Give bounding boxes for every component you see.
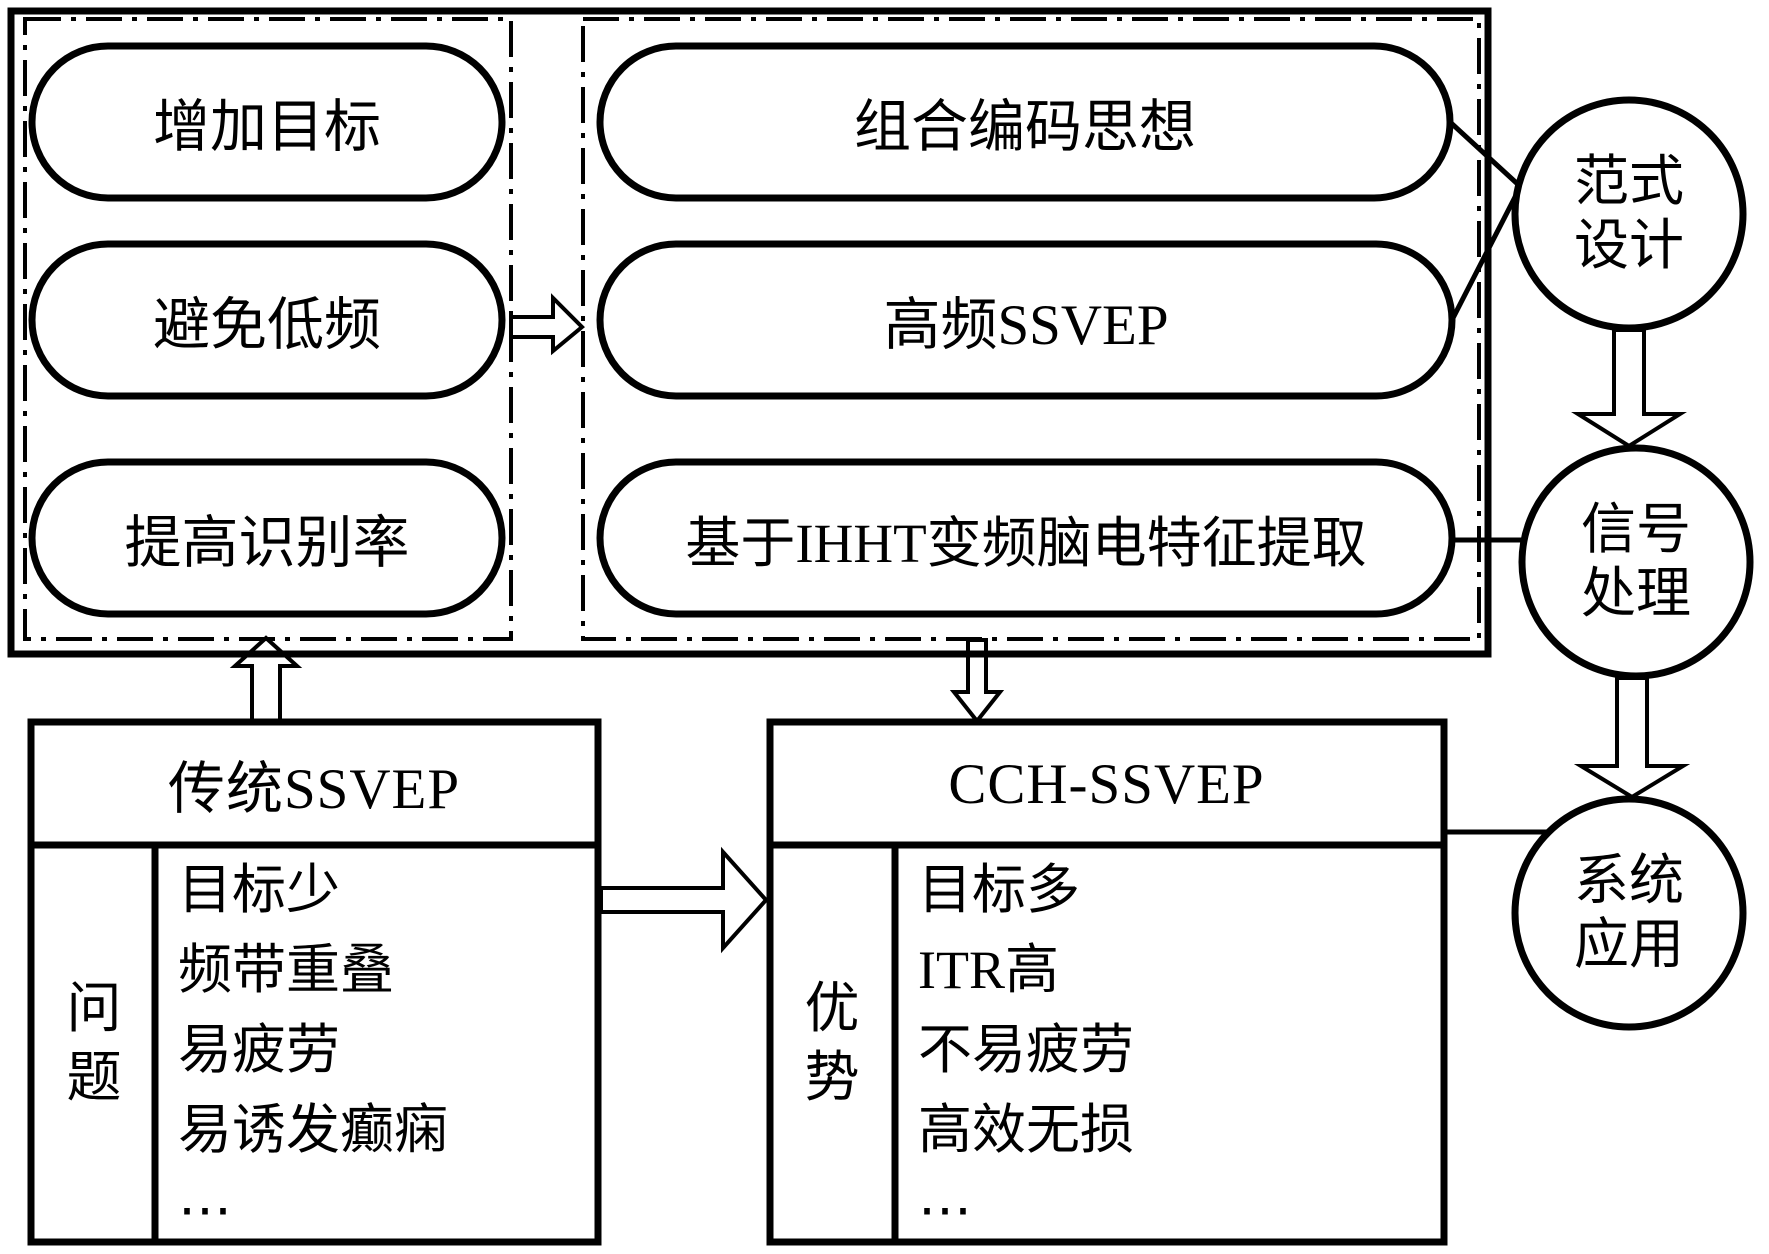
top-to-cch-arrow: [949, 638, 1005, 725]
paradigm-to-signal-arrow: [1571, 328, 1687, 449]
traditional-box-frame: [27, 718, 602, 1246]
traditional-item: 目标少: [178, 860, 340, 920]
cch-row-header: 优势: [775, 849, 889, 1239]
stage-label-system-application-line2: 应用: [1573, 914, 1684, 975]
stage-label-signal-processing-line1: 信号: [1580, 499, 1691, 561]
stage-label-paradigm-design: 范式 设计: [1519, 134, 1739, 294]
paradigm-design-circle: [1511, 96, 1747, 332]
stage-label-paradigm-design-line2: 设计: [1573, 215, 1684, 276]
goal-shape-2: [28, 240, 506, 400]
stage-label-signal-processing: 信号 处理: [1526, 482, 1746, 642]
signal-to-system-arrow: [1573, 676, 1691, 800]
goal-shape-3: [28, 458, 506, 618]
goal-label-increase-targets: 增加目标: [153, 96, 381, 159]
cch-items-list: 目标多 ITR高 不易疲劳 高效无损 ⋯: [918, 850, 1428, 1242]
method-label-combined-coding: 组合编码思想: [854, 96, 1196, 159]
traditional-item: 频带重叠: [178, 940, 394, 1000]
goal-label-improve-recognition: 提高识别率: [124, 512, 410, 575]
system-application-circle: [1511, 795, 1747, 1031]
goal-shape-1: [28, 42, 506, 202]
goal-to-method-arrow: [509, 293, 585, 356]
cch-row-header-text: 优势: [804, 978, 860, 1108]
traditional-row-header-text: 问题: [66, 978, 122, 1108]
traditional-item: ⋯: [178, 1180, 232, 1240]
traditional-row-header: 问题: [36, 849, 152, 1239]
stage-label-paradigm-design-line1: 范式: [1573, 151, 1684, 213]
traditional-item: 易疲劳: [178, 1020, 340, 1080]
stage-label-system-application-line1: 系统: [1573, 850, 1684, 912]
method-shape-2: [596, 240, 1456, 400]
top-frame-box: [7, 7, 1492, 658]
methods-group-box: [581, 17, 1481, 641]
traditional-to-cch-arrow: [599, 846, 769, 954]
goal-label-avoid-low-frequency: 避免低频: [153, 294, 381, 357]
cch-item: ITR高: [918, 940, 1059, 1000]
traditional-item: 易诱发癫痫: [178, 1100, 448, 1160]
method-label-high-freq-ssvep: 高频SSVEP: [883, 294, 1169, 357]
stage-label-system-application: 系统 应用: [1519, 833, 1739, 993]
cch-item: ⋯: [918, 1180, 972, 1240]
cch-box-frame: [766, 718, 1448, 1246]
method-shape-1: [596, 42, 1454, 202]
traditional-items-list: 目标少 频带重叠 易疲劳 易诱发癫痫 ⋯: [178, 850, 588, 1242]
method-shape-3: [596, 458, 1456, 618]
cch-item: 不易疲劳: [918, 1020, 1134, 1080]
signal-processing-circle: [1518, 444, 1754, 680]
cch-item: 目标多: [918, 860, 1080, 920]
method-label-ihht-feature-extraction: 基于IHHT变频脑电特征提取: [685, 513, 1367, 574]
stage-label-signal-processing-line2: 处理: [1580, 563, 1691, 624]
cch-box-title: CCH-SSVEP: [948, 752, 1265, 816]
traditional-box-title: 传统SSVEP: [167, 757, 461, 821]
cch-item: 高效无损: [918, 1100, 1134, 1160]
